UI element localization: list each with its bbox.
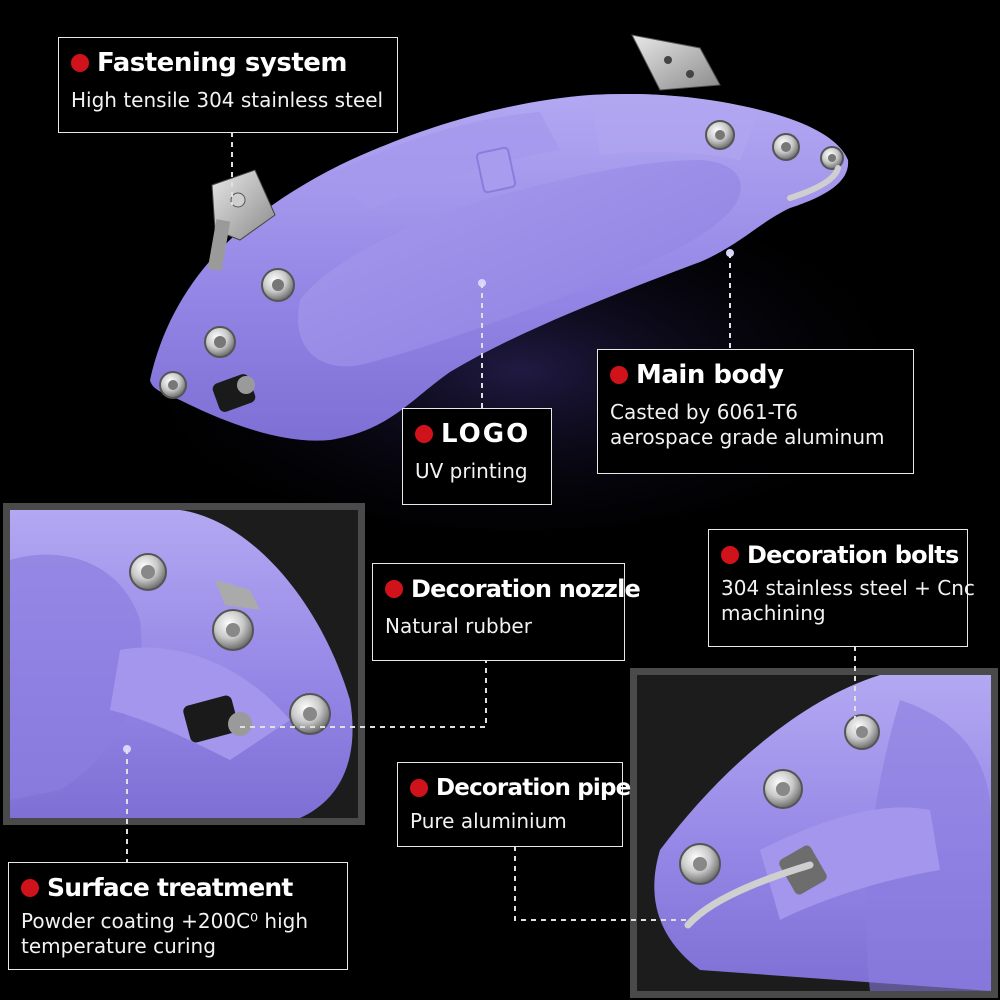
red-dot-icon	[410, 779, 428, 797]
callout-decoration-nozzle: Decoration nozzle Natural rubber	[372, 563, 641, 661]
bolts-title: Decoration bolts	[747, 541, 959, 569]
callout-title: Decoration pipe	[410, 773, 631, 803]
red-dot-icon	[71, 54, 89, 72]
fastening-title: Fastening system	[97, 48, 347, 78]
caliper-pipe	[787, 165, 841, 201]
callout-title: Decoration bolts	[721, 540, 959, 570]
inset-nozzle-closeup	[3, 503, 365, 825]
callout-title: Fastening system	[71, 48, 385, 78]
nozzle-description: Natural rubber	[385, 614, 532, 638]
red-dot-icon	[21, 879, 39, 897]
leader-lines-bottom	[126, 646, 856, 921]
surface-description: Powder coating +200C⁰ high temperature c…	[21, 909, 335, 959]
nozzle-title: Decoration nozzle	[411, 575, 641, 603]
leader-lines-top	[231, 132, 731, 408]
surface-title: Surface treatment	[47, 873, 293, 902]
inset-bolts-pipe-closeup	[630, 668, 998, 998]
callout-surface-treatment: Surface treatment Powder coating +200C⁰ …	[8, 862, 348, 970]
callout-main-body: Main body Casted by 6061-T6 aerospace gr…	[597, 349, 914, 474]
red-dot-icon	[385, 580, 403, 598]
bolts-description-line2: machining	[721, 601, 826, 625]
callout-title: Decoration nozzle	[385, 574, 641, 604]
surface-description-line1: Powder coating +200C⁰ high	[21, 909, 309, 933]
red-dot-icon	[721, 546, 739, 564]
logo-description: UV printing	[415, 459, 528, 483]
fastening-bracket-right	[631, 34, 721, 91]
pipe-description: Pure aluminium	[410, 809, 567, 833]
caliper-bolts	[159, 120, 844, 399]
bolts-description-line1: 304 stainless steel + Cnc	[721, 576, 975, 600]
main-body-title: Main body	[636, 360, 784, 390]
logo-title: LOGO	[441, 419, 531, 449]
surface-description-line2: temperature curing	[21, 934, 216, 958]
fastening-bracket-left	[207, 169, 276, 271]
callout-fastening-system: Fastening system High tensile 304 stainl…	[58, 37, 398, 133]
callout-decoration-bolts: Decoration bolts 304 stainless steel + C…	[708, 529, 975, 647]
callout-title: Main body	[610, 360, 901, 390]
red-dot-icon	[415, 425, 433, 443]
main-body-description-line2: aerospace grade aluminum	[610, 425, 885, 449]
callout-logo: LOGO UV printing	[402, 408, 552, 505]
callout-title: Surface treatment	[21, 873, 335, 903]
caliper-nozzle	[212, 374, 256, 412]
red-dot-icon	[610, 366, 628, 384]
main-body-description: Casted by 6061-T6 aerospace grade alumin…	[610, 400, 901, 450]
fastening-description: High tensile 304 stainless steel	[71, 88, 384, 112]
main-body-description-line1: Casted by 6061-T6	[610, 400, 798, 424]
pipe-title: Decoration pipe	[436, 775, 631, 801]
callout-title: LOGO	[415, 419, 539, 449]
bolts-description: 304 stainless steel + Cnc machining	[721, 576, 975, 626]
callout-decoration-pipe: Decoration pipe Pure aluminium	[397, 762, 631, 847]
